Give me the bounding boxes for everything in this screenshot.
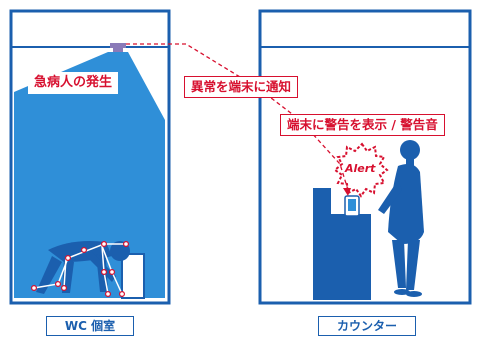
counter-room-label: カウンター <box>318 316 416 336</box>
notification-path <box>126 43 349 191</box>
alert-burst-icon <box>333 142 389 198</box>
wc-room-label: WC 個室 <box>46 316 134 336</box>
toilet-icon <box>121 253 145 299</box>
counter-room <box>258 9 472 305</box>
emergency-message: 急病人の発生 <box>28 72 119 94</box>
notify-message: 異常を端末に通知 <box>184 76 299 98</box>
terminal-screen <box>348 199 356 211</box>
notification-arrowhead <box>343 188 351 196</box>
wc-room <box>9 9 171 305</box>
ceiling-sensor-icon <box>110 43 126 52</box>
alert-badge-text: Alert <box>345 162 376 175</box>
counter-desk <box>331 214 371 300</box>
staff-silhouette <box>378 140 424 297</box>
warning-message: 端末に警告を表示 / 警告音 <box>280 114 445 136</box>
pose-skeleton <box>31 241 129 298</box>
sensor-detection-area <box>14 52 165 298</box>
counter-desk-back <box>313 188 331 300</box>
